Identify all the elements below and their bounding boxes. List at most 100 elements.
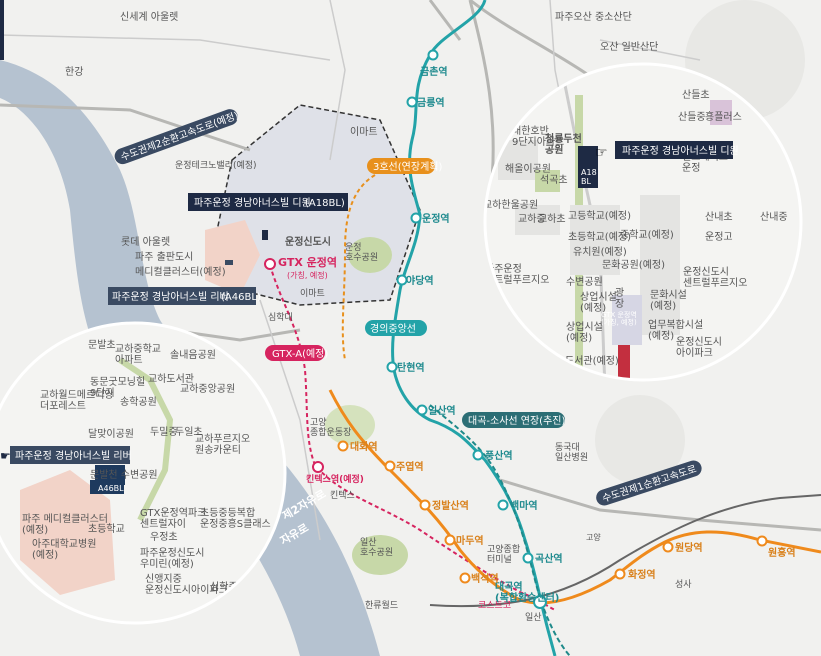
station-jeongbalsan: 정발산역	[432, 499, 469, 512]
place-kintex: 킨텍스	[330, 490, 355, 501]
il-cho-elem: 초등학교	[88, 523, 125, 535]
place-shinsegae: 신세계 아울렛	[120, 11, 178, 23]
place-simhakdae: 심학대	[268, 312, 293, 323]
il-daramji: 달맞이공원	[88, 428, 134, 440]
inset-right-callout: 파주운정 경남아너스빌 디원	[622, 144, 739, 157]
ir-kinder: 유치원(예정)	[573, 246, 627, 258]
il-medical-park: 아주대학교병원(예정)	[32, 538, 96, 561]
callout-digne-main: 파주운정 경남아너스빌 디원	[194, 196, 311, 209]
gtxa-tag: GTX-A(예정)	[272, 348, 328, 360]
station-tanhyeon: 탄현역	[397, 361, 425, 374]
ir-unjeong-mid: 운정고	[705, 231, 733, 243]
il-simhak: 심학초	[45, 609, 73, 621]
place-osan-smes: 파주오산 중소산단	[555, 11, 632, 23]
ir-sannae-mid: 산내중	[760, 211, 788, 223]
ir-shindong-mid: 산들중	[678, 111, 706, 123]
ilsan-lake-park	[352, 535, 408, 575]
station-baekseok: 백석역	[471, 572, 499, 585]
ir-business: 업무복합시설(예정)	[648, 318, 703, 342]
place-woonjeong-techno: 운정테크노밸리(예정)	[175, 160, 257, 171]
il-songhak: 송학공원	[120, 396, 157, 408]
ir-elem-school: 초등학교(예정)	[568, 231, 631, 243]
place-osan-industrial: 오산 일반산단	[600, 41, 658, 53]
ir-culture-park: 문화공원(예정)	[602, 259, 665, 271]
ir-gyoha-elem: 교하중	[518, 212, 546, 225]
ir-gyowha-mid: 교하초	[538, 212, 566, 225]
il-medical: 파주 메디컬클러스터(예정)	[22, 512, 108, 536]
station-pungsan: 풍산역	[485, 449, 513, 462]
place-emart-mid: 이마트	[300, 288, 325, 299]
place-hanryu-world: 한류월드	[365, 599, 398, 611]
station-wonheung: 원흥역	[768, 546, 796, 559]
station-yadang: 야당역	[406, 274, 434, 287]
station-hwajeong: 화정역	[628, 568, 656, 581]
place-seongsa: 성사	[675, 579, 692, 590]
kintex-station	[312, 461, 324, 473]
station-geumchon: 금촌역	[420, 65, 448, 78]
il-munbalcho: 문발초	[88, 339, 116, 351]
il-block-label: A46BL	[98, 484, 124, 493]
a18-block	[578, 146, 598, 188]
place-medical: 메디컬클러스터(예정)	[135, 265, 226, 278]
gtx-woonjeong-station	[264, 258, 276, 270]
il-munbal-park: 문발천 수변공원	[90, 469, 158, 481]
gyeongui-tag: 경의중앙선	[370, 322, 416, 335]
callout-digne-tag: (A18BL)	[305, 198, 345, 209]
ir-culture-fac: 문화시설(예정)	[650, 289, 687, 312]
station-kintex: 킨텍스역(예정)	[306, 473, 364, 485]
woonjeong-lake-park	[348, 237, 392, 273]
corner-mark	[0, 0, 4, 60]
place-paju-publishing: 파주 출판도시	[135, 251, 193, 263]
line3-extension	[341, 174, 376, 361]
daegok-sosa-tag: 대곡-소사선 연장(추진)	[468, 415, 565, 427]
place-lotte: 롯데 아울렛	[121, 236, 170, 248]
medical-zone	[20, 470, 115, 595]
place-costco: 코스트코	[478, 600, 511, 611]
ir-heumnara: 흥플러스	[705, 110, 742, 123]
station-goksan: 곡산역	[535, 552, 563, 565]
station-daehwa: 대화역	[350, 440, 378, 453]
ir-commercial: 상업시설(예정)	[580, 290, 617, 314]
river-site-marker	[225, 260, 233, 265]
ir-gtx-label: GTX 운정역(가칭, 예정)	[601, 310, 637, 327]
digne-site-marker	[262, 230, 268, 240]
pointer-hand-icon-left: ☛	[0, 449, 11, 463]
ir-library: 도서관(예정)	[565, 355, 619, 367]
station-woonjeong: 운정역	[422, 212, 450, 225]
place-hangang: 한강	[65, 66, 83, 78]
il-ucheon: 우정초	[150, 531, 178, 543]
place-goyang: 고양	[586, 533, 601, 542]
station-juyeop: 주엽역	[396, 460, 424, 473]
ir-hospital-park: 수변공원	[566, 276, 603, 288]
il-gyowha-lib: 교하도서관	[148, 372, 194, 385]
woonjeong-newtown-label: 운정신도시	[285, 235, 331, 248]
station-madu: 마두역	[456, 534, 484, 547]
station-gtx-woonjeong: GTX 운정역	[278, 255, 337, 269]
callout-river-tag: (A46BL)	[221, 292, 261, 303]
place-emart-top: 이마트	[350, 126, 378, 138]
il-sollae: 솔내음공원	[170, 349, 216, 361]
han-river	[0, 60, 380, 656]
ir-middle-school: 중학교(예정)	[620, 229, 674, 241]
station-gtx-woonjeong-sub: (가칭, 예정)	[287, 270, 328, 280]
